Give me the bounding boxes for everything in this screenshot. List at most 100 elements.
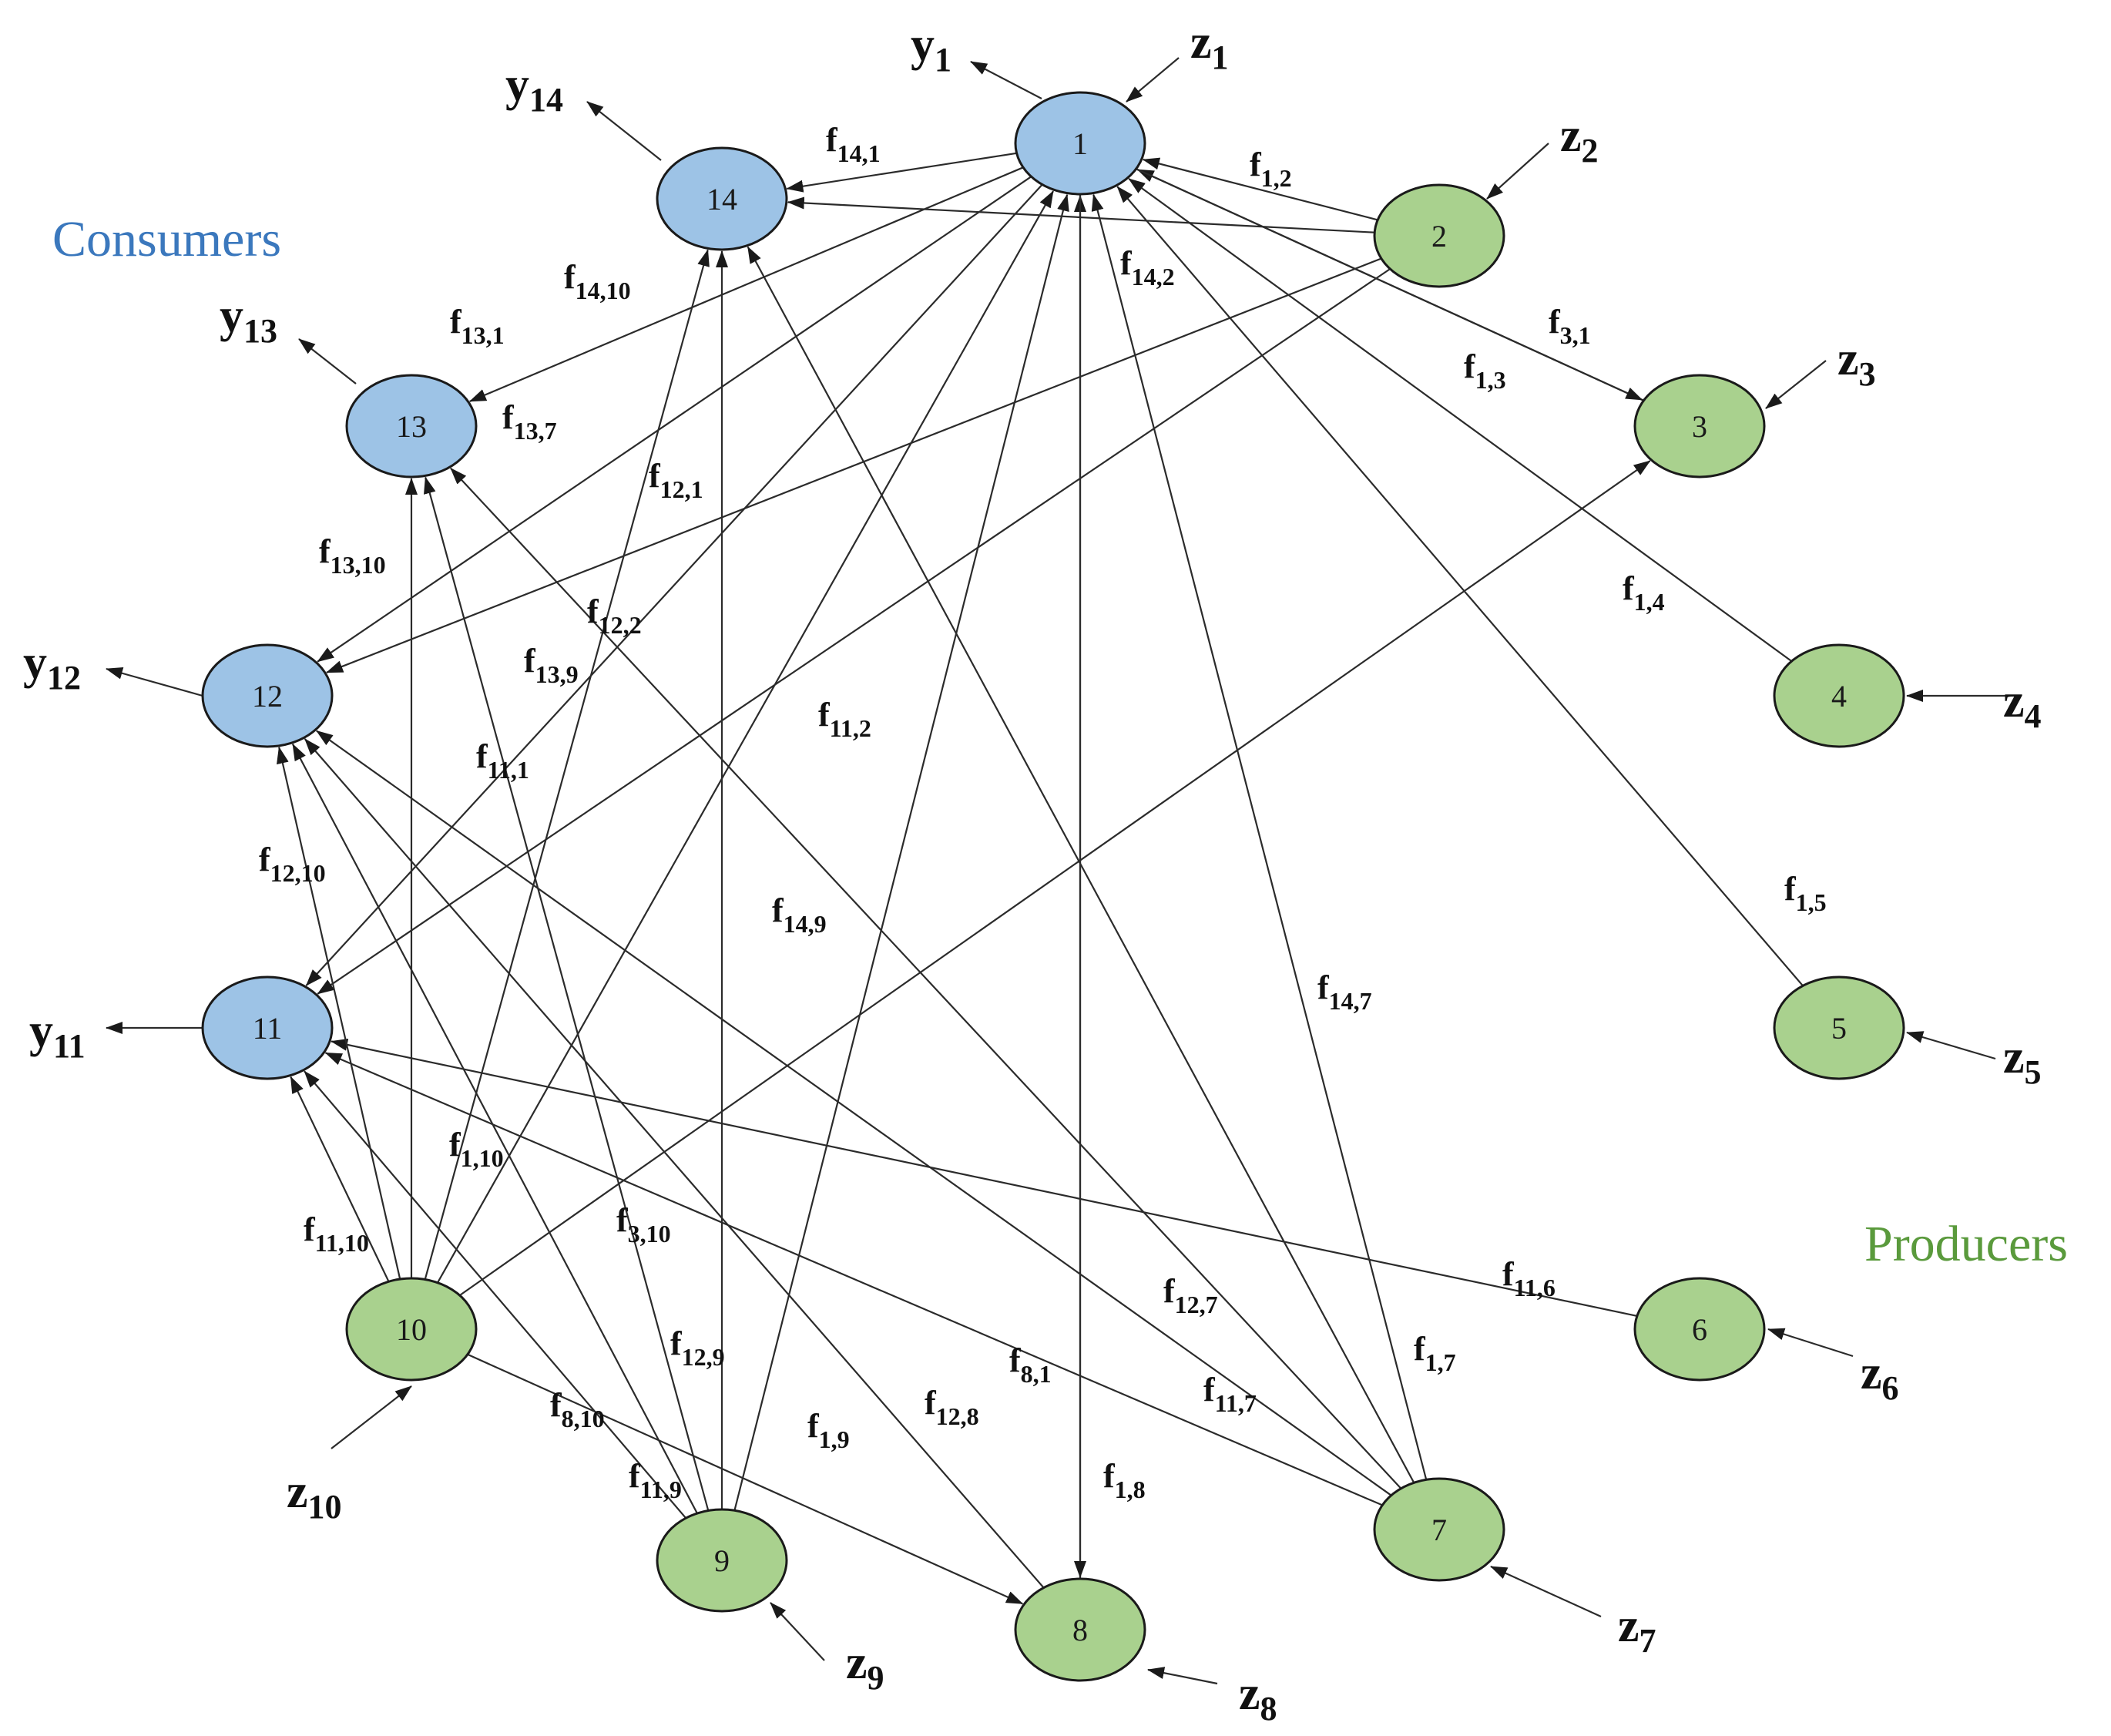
node-9: 9 [656, 1508, 788, 1613]
edge-label-f1-4-main: f [1623, 569, 1635, 607]
edge-label-f1-2-sub: 1,2 [1261, 164, 1292, 192]
edge-label-f3-1: f3,1 [1549, 303, 1591, 349]
edge-label-f13-1: f13,1 [450, 303, 505, 349]
node-2-ellipse [1373, 183, 1505, 288]
node-12-ellipse [201, 643, 334, 748]
edge-label-f11-6: f11,6 [1502, 1255, 1556, 1301]
edge-label-f1-8: f1,8 [1103, 1457, 1146, 1503]
node-4: 4 [1773, 643, 1905, 748]
input-arrow-1 [1126, 57, 1180, 102]
edge-label-f14-10: f14,10 [564, 258, 631, 304]
output-label-y1-sub: 1 [935, 41, 951, 79]
edge-label-f14-1-sub: 14,1 [837, 139, 881, 167]
node-2-label: 2 [1431, 219, 1447, 254]
edge-label-f12-10: f12,10 [259, 841, 326, 887]
edge-label-f1-8-main: f [1103, 1457, 1116, 1495]
output-arrow-1 [970, 61, 1042, 99]
edge-label-f11-1-sub: 11,1 [488, 756, 529, 784]
input-label-z2: z2 [1560, 109, 1599, 170]
output-label-y13-main: y [220, 290, 243, 342]
edge-label-f1-3: f1,3 [1464, 348, 1506, 394]
edge-label-f11-2: f11,2 [818, 696, 871, 742]
edge-label-f11-1-main: f [476, 737, 488, 775]
edge-label-f8-1: f8,1 [1009, 1341, 1052, 1388]
edge-label-f12-2-sub: 12,2 [599, 611, 642, 639]
edge-label-f3-1-sub: 3,1 [1560, 321, 1591, 349]
edge-label-f13-1-sub: 13,1 [461, 321, 505, 349]
edges-layer [277, 152, 1804, 1605]
edge-label-f3-10: f3,10 [616, 1201, 671, 1247]
edge-7-to-13 [450, 467, 1402, 1489]
edge-label-f11-10: f11,10 [304, 1210, 369, 1257]
edge-label-f1-2-main: f [1250, 146, 1262, 183]
edge-8-to-12 [304, 738, 1045, 1589]
edge-label-f14-10-sub: 14,10 [576, 277, 631, 304]
node-13-label: 13 [396, 409, 427, 444]
node-1: 1 [1014, 91, 1146, 196]
edge-10-to-11 [290, 1076, 390, 1282]
input-arrow-9 [770, 1602, 825, 1661]
edge-label-f1-5-main: f [1784, 870, 1797, 908]
edge-label-f1-3-main: f [1464, 348, 1476, 385]
edge-10-to-1 [437, 190, 1054, 1284]
output-label-y1: y1 [911, 18, 951, 79]
edge-label-f11-6-sub: 11,6 [1514, 1274, 1556, 1301]
edge-label-f1-9-sub: 1,9 [819, 1425, 850, 1453]
edge-9-to-1 [733, 193, 1069, 1511]
input-label-z1-main: z [1190, 16, 1212, 69]
node-11-ellipse [201, 975, 334, 1080]
edge-label-f1-8-sub: 1,8 [1115, 1476, 1146, 1503]
edge-2-to-14 [787, 196, 1375, 233]
edge-label-f11-9: f11,9 [629, 1457, 682, 1503]
input-label-z10-sub: 10 [308, 1488, 342, 1526]
edge-label-f11-2-main: f [818, 696, 831, 734]
edge-1-to-13 [468, 166, 1024, 402]
node-5: 5 [1773, 975, 1905, 1080]
node-8-label: 8 [1072, 1613, 1088, 1647]
edge-label-f13-9-main: f [524, 642, 536, 680]
output-label-y14-sub: 14 [529, 81, 563, 119]
node-9-ellipse [656, 1508, 788, 1613]
output-label-y12-main: y [23, 636, 47, 689]
edge-label-f14-7-main: f [1317, 969, 1330, 1006]
edge-label-f12-1-sub: 12,1 [660, 475, 703, 503]
edge-label-f1-10-main: f [449, 1126, 461, 1163]
edge-label-f12-9-sub: 12,9 [682, 1343, 725, 1371]
output-label-y13: y13 [220, 290, 277, 350]
edge-label-f11-7-main: f [1203, 1371, 1216, 1409]
node-7-label: 7 [1431, 1513, 1447, 1547]
edge-label-f12-1: f12,1 [649, 457, 703, 503]
edge-label-f8-1-sub: 8,1 [1021, 1360, 1052, 1388]
node-6-ellipse [1633, 1277, 1766, 1382]
edge-2-to-11 [317, 268, 1391, 995]
edge-label-f8-10-main: f [550, 1386, 562, 1424]
edge-label-f11-6-main: f [1502, 1255, 1515, 1293]
edge-2-to-12 [326, 257, 1382, 673]
output-arrow-13 [298, 338, 357, 384]
input-label-z10: z10 [287, 1466, 342, 1526]
edge-label-f13-7-main: f [502, 398, 515, 436]
edge-1-to-14 [786, 152, 1017, 193]
input-label-z3-main: z [1837, 333, 1859, 385]
edge-label-f11-7-sub: 11,7 [1215, 1389, 1257, 1417]
edge-label-f11-1: f11,1 [476, 737, 529, 784]
input-label-z7-sub: 7 [1639, 1622, 1656, 1660]
edge-label-f1-7-sub: 1,7 [1425, 1348, 1456, 1376]
edge-label-f13-10-main: f [319, 532, 331, 570]
edge-label-f1-2: f1,2 [1250, 146, 1292, 192]
output-label-y14: y14 [505, 59, 563, 119]
input-arrow-6 [1767, 1328, 1854, 1358]
node-3: 3 [1633, 374, 1766, 478]
edge-label-f1-4-sub: 1,4 [1634, 588, 1665, 616]
edge-label-f1-7-main: f [1414, 1330, 1426, 1368]
edge-4-to-1 [1128, 178, 1793, 662]
edge-label-f12-2-main: f [587, 593, 599, 630]
edge-label-f12-10-main: f [259, 841, 271, 878]
node-3-label: 3 [1692, 409, 1707, 444]
edge-label-f14-2-sub: 14,2 [1132, 263, 1175, 290]
edge-label-f1-10-sub: 1,10 [461, 1144, 504, 1172]
edge-label-f14-2-main: f [1120, 244, 1133, 282]
edge-label-f1-9-main: f [807, 1407, 820, 1445]
